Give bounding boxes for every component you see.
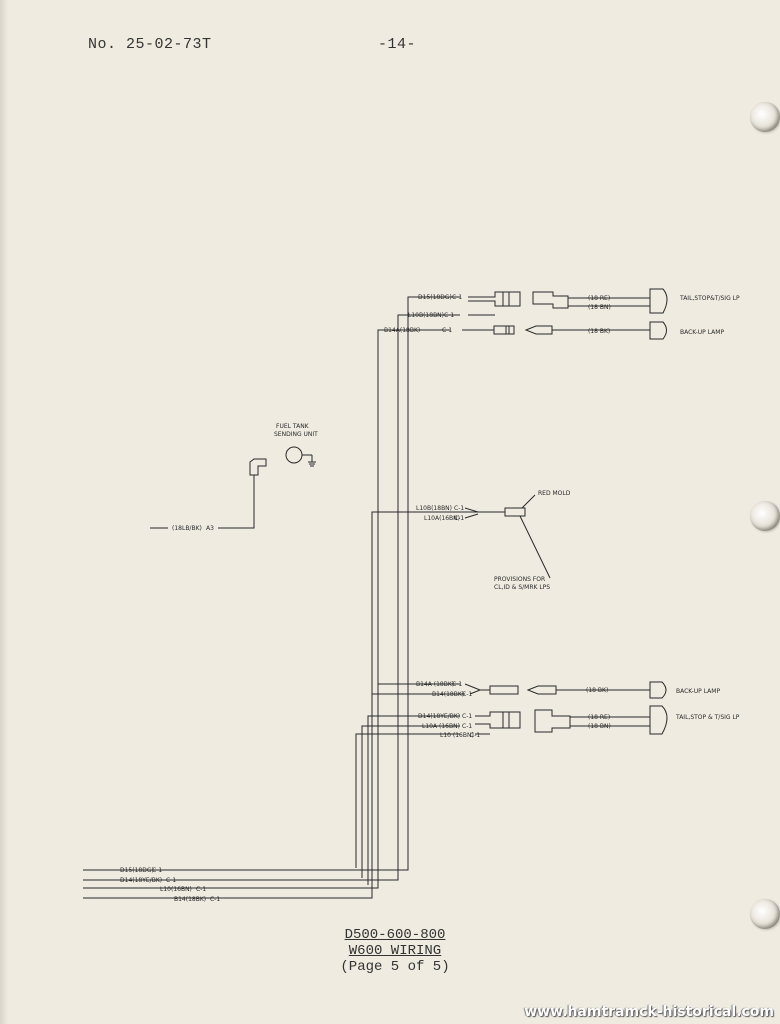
document-number: No. 25-02-73T [88,36,212,53]
wire-label-l10-low: L10 (16BN) [440,732,474,739]
wire-label-d14-bottom: D14(18YE/BK) [120,877,162,884]
wire-label-d15-bottom: D15(18DG) [120,867,154,874]
conn-d15-bottom: C-1 [152,867,162,874]
fuel-tank-conn: A3 [206,525,214,532]
wire-label-l10a-low: L10A (16BN) [422,723,460,730]
site-watermark: www.hamtramck-historical.com [524,1004,774,1020]
wire-out-bn-low: (18 BN) [588,723,611,730]
wire-label-b14a-top: B14A(18BK) [384,327,420,334]
conn-l10b-mid: C-1 [454,505,464,512]
conn-b14a-low: C-1 [452,681,462,688]
binder-hole-middle [750,501,780,531]
conn-b14-low: C-1 [462,691,472,698]
fuel-tank-wire-label: (18LB/BK) [172,525,202,532]
wire-out-re-top: (18 RE) [588,295,610,302]
caption-line-2: W600 WIRING [348,943,442,959]
fuel-tank-label-2: SENDING UNIT [274,431,318,438]
provisions-label-2: CL,ID & S/MRK LPS [494,584,550,591]
tail-lamp-label-low: TAIL,STOP & T/SIG LP [675,714,740,721]
provisions-label-1: PROVISIONS FOR [494,576,545,583]
binder-hole-bottom [750,899,780,929]
conn-d14-low: C-1 [462,713,472,720]
backup-lamp-label-low: BACK-UP LAMP [676,688,720,695]
tail-lamp-label-top: TAIL,STOP&T/SIG LP [679,295,740,302]
wire-out-re-low: (18 RE) [588,714,610,721]
conn-l10-bottom: C-1 [196,886,206,893]
wire-label-d14-low: D14(18YE/BK) [418,713,460,720]
conn-d15-top: C-1 [452,294,462,301]
page-edge-shadow [0,0,8,1024]
conn-l10b-top: C-1 [444,312,454,319]
conn-l10-low: C-1 [470,732,480,739]
wire-label-l10-bottom: L10(16BN) [160,886,192,893]
wire-out-bn-top: (18 BN) [588,304,611,311]
wire-label-b14-bottom: B14(18BK) [174,896,206,903]
backup-lamp-label-top: BACK-UP LAMP [680,329,724,336]
conn-b14a-top: C-1 [442,327,452,334]
wire-label-l10b-mid: L10B(18BN) [416,505,452,512]
wire-out-bk-top: (18 BK) [588,328,610,335]
conn-l10a-mid: C-1 [454,515,464,522]
wire-label-b14-low: B14(18BK) [432,691,464,698]
wire-label-l10b-top: L10B(18BN) [408,312,444,319]
caption-line-3: (Page 5 of 5) [340,959,450,975]
red-mold-label: RED MOLD [538,490,571,497]
wire-out-bk-low: (18-BK) [586,687,608,694]
caption-title: D500-600-800 W600 WIRING (Page 5 of 5) [300,927,490,975]
conn-d14-bottom: C-1 [166,877,176,884]
caption-line-1: D500-600-800 [344,927,446,943]
fuel-tank-label-1: FUEL TANK [276,423,310,430]
conn-b14-bottom: C-1 [210,896,220,903]
wire-label-l10a-mid: L10A(16BN) [424,515,460,522]
wire-label-d15-top: D15(18DG) [418,294,452,301]
binder-hole-top [750,102,780,132]
page-number: -14- [378,36,417,53]
wire-label-b14a-low: B14A (18BK) [416,681,454,688]
conn-l10a-low: C-1 [462,723,472,730]
